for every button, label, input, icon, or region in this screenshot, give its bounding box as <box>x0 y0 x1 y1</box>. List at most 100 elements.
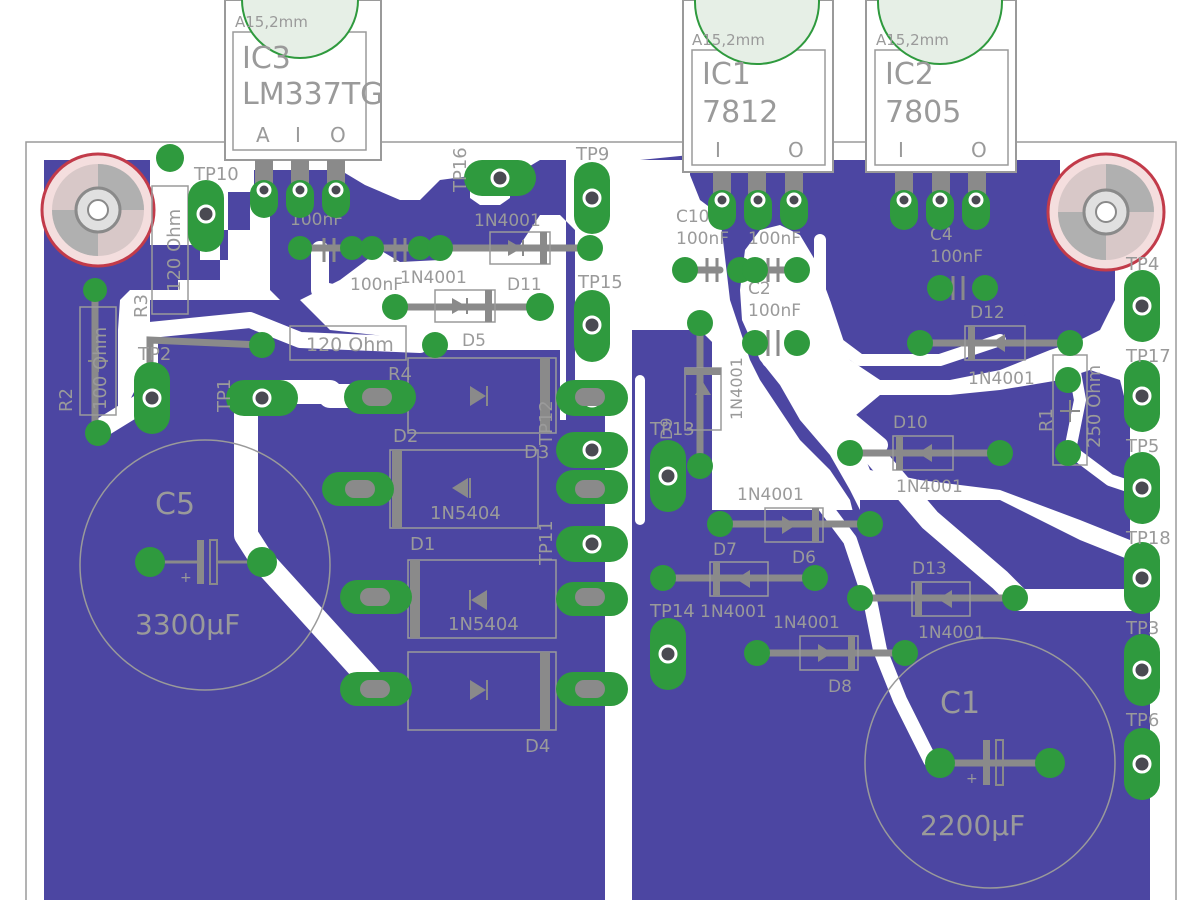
r1-ref-label: R1 <box>1036 408 1057 432</box>
d1-ref-label: D1 <box>410 534 435 555</box>
diode-d8: 1N4001 D8 <box>773 613 859 697</box>
d10-value-label: 1N4001 <box>896 477 963 497</box>
c3b-value-label: 100nF <box>350 275 403 295</box>
tp17-label: TP17 <box>1125 346 1171 367</box>
d11-value-label: 1N4001 <box>474 211 541 231</box>
diode-d7: D7 1N4001 <box>700 540 769 622</box>
c2-ref-label: C2 <box>748 279 771 299</box>
diode-d12: D12 1N4001 <box>964 303 1035 389</box>
tp10-label: TP10 <box>193 164 239 185</box>
d7-ref-label: D7 <box>713 540 737 560</box>
diode-d5: 1N4001 D5 <box>400 268 496 351</box>
ic1-value-label: 7812 <box>702 95 778 130</box>
tp18-label: TP18 <box>1125 528 1171 549</box>
d4-ref-label: D4 <box>525 736 550 757</box>
d13-ref-label: D13 <box>912 559 947 579</box>
capacitor-c5: C5 + 3300µF <box>79 439 331 691</box>
board-outline <box>25 141 1177 900</box>
ic3-pin-a: A <box>256 123 270 147</box>
c10-value-label: 100nF <box>676 229 729 249</box>
d12-value-label: 1N4001 <box>968 369 1035 389</box>
d2-ref-label: D2 <box>393 426 418 447</box>
d10-ref-label: D10 <box>893 413 928 433</box>
ic3-ref-label: IC3 <box>242 41 291 76</box>
ic2-pin-i: I <box>898 138 904 162</box>
c1-polarity: + <box>966 771 978 787</box>
r2-value-label: 100 Ohm <box>90 327 111 410</box>
mounting-hole-right <box>1046 152 1166 272</box>
testpoint-labels: TP10 TP2 TP1 TP16 TP9 TP15 TP12 TP11 TP1… <box>137 144 1171 731</box>
slot-holes <box>345 388 605 698</box>
c5-ref-label: C5 <box>155 487 195 522</box>
capacitor-c2: C2 100nF <box>748 279 801 356</box>
ic1-pin-i: I <box>715 138 721 162</box>
capacitor-c3b: 100nF <box>350 238 407 295</box>
d5-ref-label: D5 <box>462 331 486 351</box>
ic3-value-label: LM337TG <box>242 77 383 112</box>
resistor-r3: 120 Ohm R3 <box>131 185 189 318</box>
d8-ref-label: D8 <box>828 677 852 697</box>
c1-ref-label: C1 <box>940 686 980 721</box>
d9-ref-label: D9 <box>657 418 676 441</box>
c5-value-label: 3300µF <box>135 608 240 641</box>
c4-ref-label: C4 <box>930 225 953 245</box>
tp13-label: TP13 <box>649 419 695 440</box>
ic3-pin-i: I <box>295 123 301 147</box>
diode-d10: D10 1N4001 <box>892 413 963 497</box>
tp16-label: TP16 <box>450 147 471 193</box>
capacitor-c10: C10 100nF <box>676 207 729 282</box>
r3-ref-label: R3 <box>131 294 152 318</box>
ic2-value-label: 7805 <box>885 95 961 130</box>
ic1-pin-o: O <box>788 138 804 162</box>
r2-ref-label: R2 <box>56 388 77 412</box>
ic2-ref-label: IC2 <box>885 57 934 92</box>
d6-value-label: 1N4001 <box>737 485 804 505</box>
c5-polarity: + <box>180 570 192 586</box>
ic1-ref-label: IC1 <box>702 57 751 92</box>
tp15-label: TP15 <box>577 272 623 293</box>
tp3-label: TP3 <box>1125 618 1159 639</box>
diode-d6: 1N4001 D6 <box>737 485 824 568</box>
d3-value-label: 1N5404 <box>448 614 519 635</box>
c4-value-label: 100nF <box>930 247 983 267</box>
diode-d1: 1N5404 D1 <box>389 449 539 555</box>
d6-ref-label: D6 <box>792 548 816 568</box>
c1-value-label: 2200µF <box>920 809 1025 842</box>
ic2-pin-o: O <box>971 138 987 162</box>
c8-value-label: 100nF <box>748 229 801 249</box>
r4-ref-label: R4 <box>388 364 412 385</box>
d8-value-label: 1N4001 <box>773 613 840 633</box>
d3-ref-label: D3 <box>524 442 549 463</box>
d11-ref-label: D11 <box>507 275 542 295</box>
d9-value-label: 1N4001 <box>727 357 746 420</box>
resistor-r4: 120 Ohm R4 <box>289 325 412 385</box>
capacitor-c4: C4 100nF <box>930 225 983 300</box>
c2-value-label: 100nF <box>748 301 801 321</box>
tp5-label: TP5 <box>1125 436 1159 457</box>
diode-d2: D2 <box>393 357 557 447</box>
ic3-pin-o: O <box>330 123 346 147</box>
r4-value-label: 120 Ohm <box>306 334 394 356</box>
tp9-label: TP9 <box>575 144 609 165</box>
tp2-label: TP2 <box>137 344 171 365</box>
resistor-r1: 250 Ohm R1 <box>1036 354 1105 466</box>
tp4-label: TP4 <box>1125 254 1159 275</box>
r3-value-label: 120 Ohm <box>164 209 185 292</box>
diode-d11: 1N4001 D11 <box>474 211 551 295</box>
diode-d13: D13 1N4001 <box>911 559 985 643</box>
diode-d9: D9 1N4001 <box>657 357 746 440</box>
tp14-label: TP14 <box>649 601 695 622</box>
regulator-ic2: A15,2mm IC2 7805 I O <box>865 0 1017 222</box>
ic1-package-label: A15,2mm <box>692 31 765 49</box>
d12-ref-label: D12 <box>970 303 1005 323</box>
tp12-label: TP12 <box>536 400 557 446</box>
c10-ref-label: C10 <box>676 207 710 227</box>
d13-value-label: 1N4001 <box>918 623 985 643</box>
d5-value-label: 1N4001 <box>400 268 467 288</box>
r1-value-label: 250 Ohm <box>1084 365 1105 448</box>
diode-d4: D4 <box>407 651 557 757</box>
regulator-ic3: A15,2mm IC3 LM337TG A I O <box>224 0 383 208</box>
capacitor-c1: C1 + 2200µF <box>864 637 1116 889</box>
tp6-label: TP6 <box>1125 710 1159 731</box>
